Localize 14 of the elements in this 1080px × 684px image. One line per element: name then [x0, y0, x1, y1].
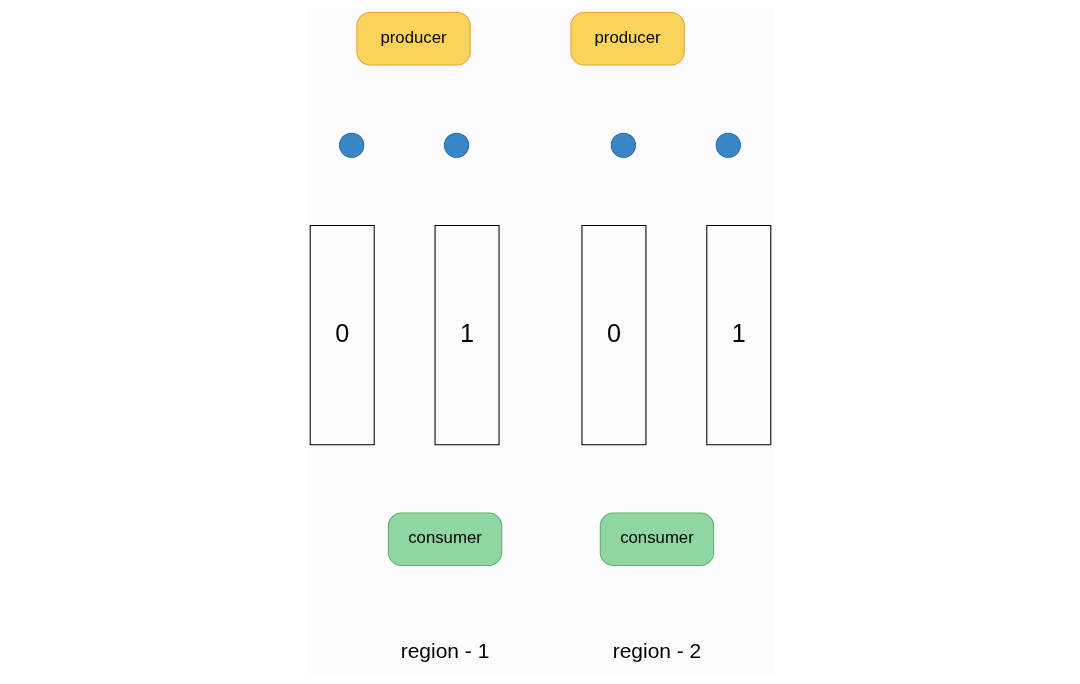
node-box: consumer — [599, 512, 714, 566]
label: region - 2 — [612, 638, 701, 662]
node-circle — [715, 132, 741, 158]
node-box: 0 — [309, 225, 375, 446]
node-box: consumer — [387, 512, 502, 566]
node-circle — [338, 132, 364, 158]
label: region - 1 — [400, 638, 489, 662]
node-box: 1 — [434, 225, 500, 446]
node-box: producer — [355, 12, 471, 66]
node-box: 0 — [580, 225, 646, 446]
node-box: 1 — [705, 225, 771, 446]
node-box: producer — [569, 12, 685, 66]
node-circle — [610, 132, 636, 158]
node-circle — [443, 132, 469, 158]
